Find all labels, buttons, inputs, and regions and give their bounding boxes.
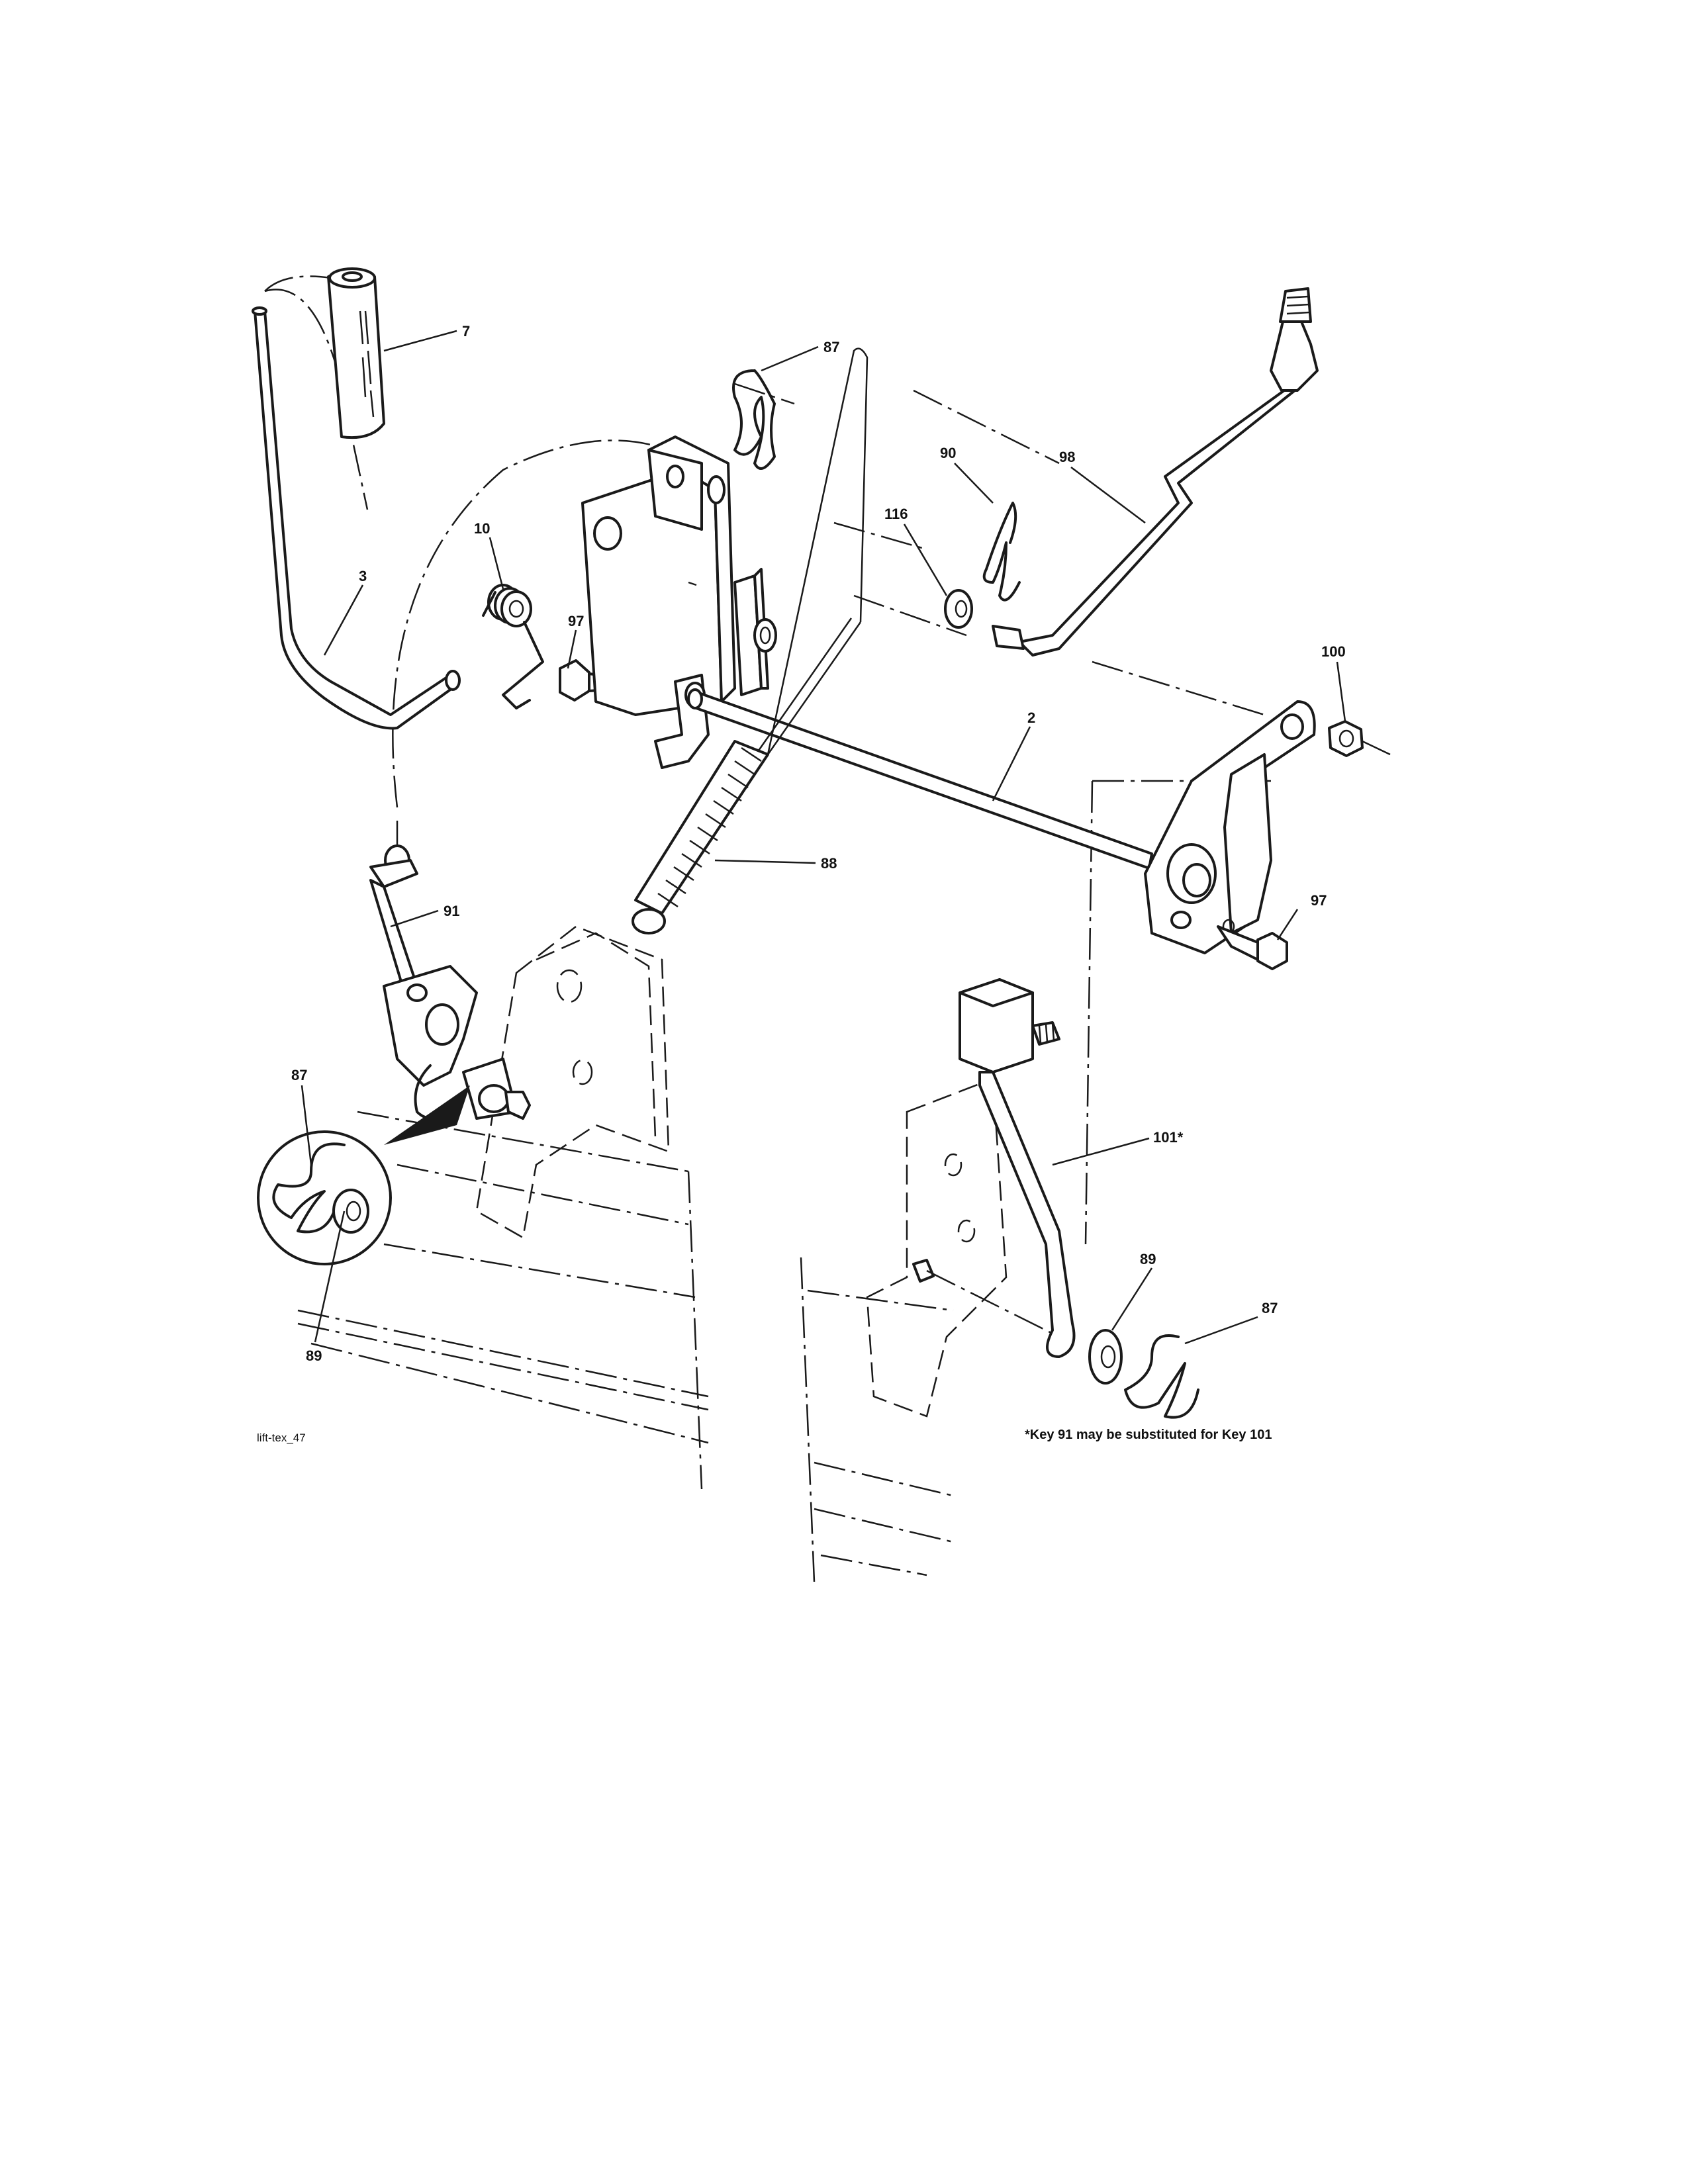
callout-97-right: 97	[1311, 892, 1327, 909]
callout-116: 116	[884, 506, 908, 522]
callout-87-top: 87	[823, 339, 839, 355]
right-lift-arm	[1144, 700, 1316, 954]
shoulder-bolt-right	[1217, 925, 1288, 970]
callout-2: 2	[1027, 709, 1035, 726]
hex-lock-nut	[1328, 720, 1391, 757]
lift-cross-shaft	[687, 688, 1153, 870]
callout-87-left: 87	[291, 1067, 307, 1083]
flat-washer-upper	[944, 589, 973, 629]
lift-link-rod	[992, 287, 1319, 657]
callout-7: 7	[462, 323, 470, 340]
hairpin-cotter-lower	[1124, 1334, 1199, 1419]
callout-100: 100	[1321, 643, 1346, 660]
callout-89-left: 89	[306, 1347, 322, 1364]
diagram-code: lift-tex_47	[257, 1432, 306, 1444]
height-adjust-lever	[959, 978, 1076, 1358]
torsion-spring	[482, 584, 544, 709]
callout-leaders	[301, 330, 1346, 1345]
grip-handle	[264, 267, 385, 510]
callout-101: 101*	[1153, 1129, 1184, 1146]
flat-washer-lower	[1088, 1329, 1123, 1385]
hairpin-cotter-top	[732, 369, 776, 470]
left-lift-arm	[369, 844, 478, 1087]
right-hanger-bracket	[866, 1077, 1073, 1418]
callout-98: 98	[1059, 449, 1075, 465]
lift-handle-rod	[252, 306, 461, 730]
callout-90: 90	[940, 445, 956, 461]
callout-91: 91	[444, 903, 459, 919]
lift-mounting-bracket	[581, 435, 736, 716]
hairpin-cotter-upper	[982, 502, 1021, 602]
spring-hook-bracket	[654, 568, 777, 769]
callout-3: 3	[359, 568, 367, 584]
callout-labels: 7 87 90 98 116 10 3 97 100 2 88 97 91 87…	[291, 323, 1346, 1364]
callout-87-right: 87	[1262, 1300, 1278, 1316]
extension-spring	[632, 347, 868, 934]
left-hanger-bracket	[414, 925, 670, 1239]
substitution-footnote: *Key 91 may be substituted for Key 101	[1025, 1428, 1272, 1442]
callout-88: 88	[821, 855, 837, 872]
detail-magnifier	[257, 1085, 470, 1265]
callout-97-left: 97	[568, 613, 584, 629]
callout-89-right: 89	[1140, 1251, 1156, 1267]
callout-10: 10	[474, 520, 490, 537]
